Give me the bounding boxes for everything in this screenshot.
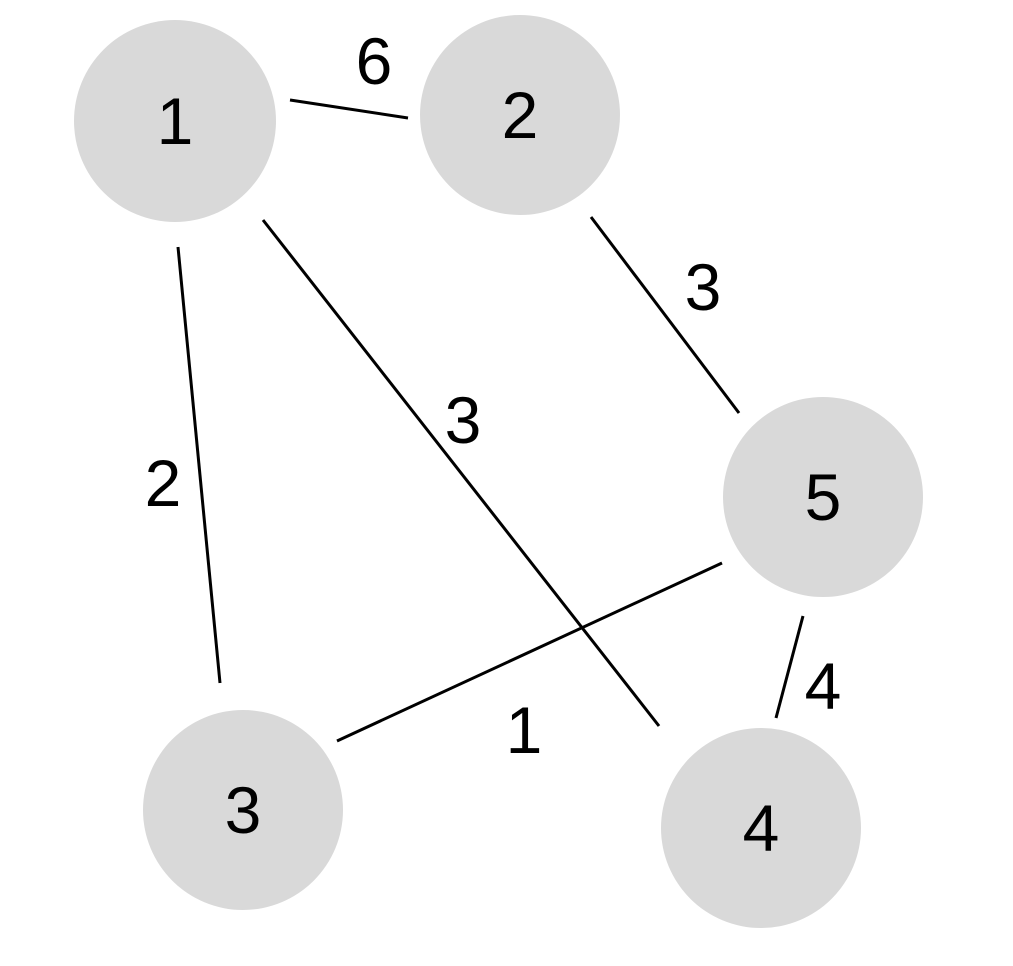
node-4: 4 [661,728,861,928]
node-1: 1 [74,20,276,222]
edge-weight-label-3-5: 1 [506,693,543,767]
node-circle-1 [74,20,276,222]
edge-weight-label-1-3: 2 [145,446,182,520]
node-5: 5 [723,397,923,597]
node-label-4: 4 [743,791,780,865]
node-label-2: 2 [502,78,539,152]
node-2: 2 [420,15,620,215]
edge-1-3 [176,246,222,684]
node-3: 3 [143,710,343,910]
node-label-3: 3 [225,773,262,847]
node-circle-5 [723,397,923,597]
node-circle-3 [143,710,343,910]
edge-1-4 [261,219,661,727]
edge-2-5 [589,216,741,414]
edge-1-2 [289,98,409,120]
edge-weight-label-1-2: 6 [356,24,393,98]
node-circle-4 [661,728,861,928]
edge-3-5 [336,561,723,743]
edge-weight-label-1-4: 3 [445,383,482,457]
node-label-5: 5 [805,460,842,534]
edge-weight-label-5-4: 4 [805,649,842,723]
node-label-1: 1 [157,84,194,158]
edge-5-4 [774,615,805,719]
node-circle-2 [420,15,620,215]
edge-weight-label-2-5: 3 [685,250,722,324]
